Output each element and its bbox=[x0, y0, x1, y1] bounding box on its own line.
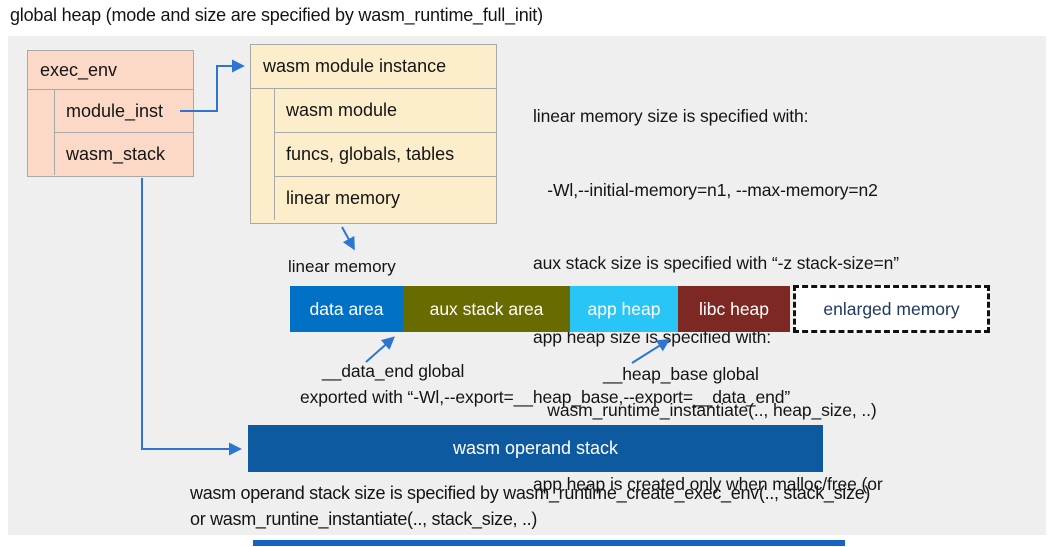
exec-env-row-module-inst: module_inst bbox=[66, 100, 164, 121]
exec-env-box: exec_env module_inst wasm_stack bbox=[27, 50, 194, 177]
module-instance-row-wasm-module: wasm module bbox=[286, 100, 398, 120]
data-end-global-label: __data_end global bbox=[322, 361, 465, 381]
note-line: aux stack size is specified with “-z sta… bbox=[533, 253, 900, 273]
module-instance-row-linear-memory: linear memory bbox=[275, 176, 496, 220]
exec-env-row-wasm-stack: wasm_stack bbox=[55, 132, 193, 175]
segment-libc-heap: libc heap bbox=[678, 286, 790, 332]
note-line: app heap is created only when malloc/fre… bbox=[533, 473, 883, 494]
exec-env-header: exec_env bbox=[28, 51, 193, 90]
operand-stack-notes: wasm operand stack size is specified by … bbox=[190, 481, 870, 532]
wasm-operand-stack-bar: wasm operand stack bbox=[248, 425, 823, 472]
module-instance-box: wasm module instance wasm module funcs, … bbox=[250, 44, 497, 224]
note-line: or wasm_runtine_instantiate(.., stack_si… bbox=[190, 508, 538, 529]
linear-memory-bar: data area aux stack area app heap libc h… bbox=[290, 286, 790, 332]
heap-base-global-label: __heap_base global bbox=[603, 364, 759, 384]
module-instance-row-funcs-globals-tables: funcs, globals, tables bbox=[275, 132, 496, 176]
segment-enlarged-memory: enlarged memory bbox=[793, 285, 990, 333]
exported-flags-label: exported with “-Wl,--export=__heap_base,… bbox=[300, 387, 791, 407]
slide-footer-bar bbox=[253, 540, 845, 546]
note-line: linear memory size is specified with: bbox=[533, 106, 809, 126]
linear-memory-label: linear memory bbox=[288, 257, 396, 276]
segment-data-area: data area bbox=[290, 286, 403, 332]
page-title: global heap (mode and size are specified… bbox=[10, 5, 543, 25]
note-line: -Wl,--initial-memory=n1, --max-memory=n2 bbox=[533, 179, 878, 200]
module-instance-header: wasm module instance bbox=[251, 45, 496, 89]
note-line: wasm operand stack size is specified by … bbox=[190, 483, 871, 503]
segment-aux-stack-area: aux stack area bbox=[403, 286, 570, 332]
exec-env-rows: module_inst wasm_stack bbox=[54, 90, 193, 175]
note-line: wasm_runtime_instantiate(.., heap_size, … bbox=[533, 400, 877, 420]
module-instance-rows: wasm module funcs, globals, tables linea… bbox=[274, 89, 496, 220]
segment-app-heap: app heap bbox=[570, 286, 678, 332]
